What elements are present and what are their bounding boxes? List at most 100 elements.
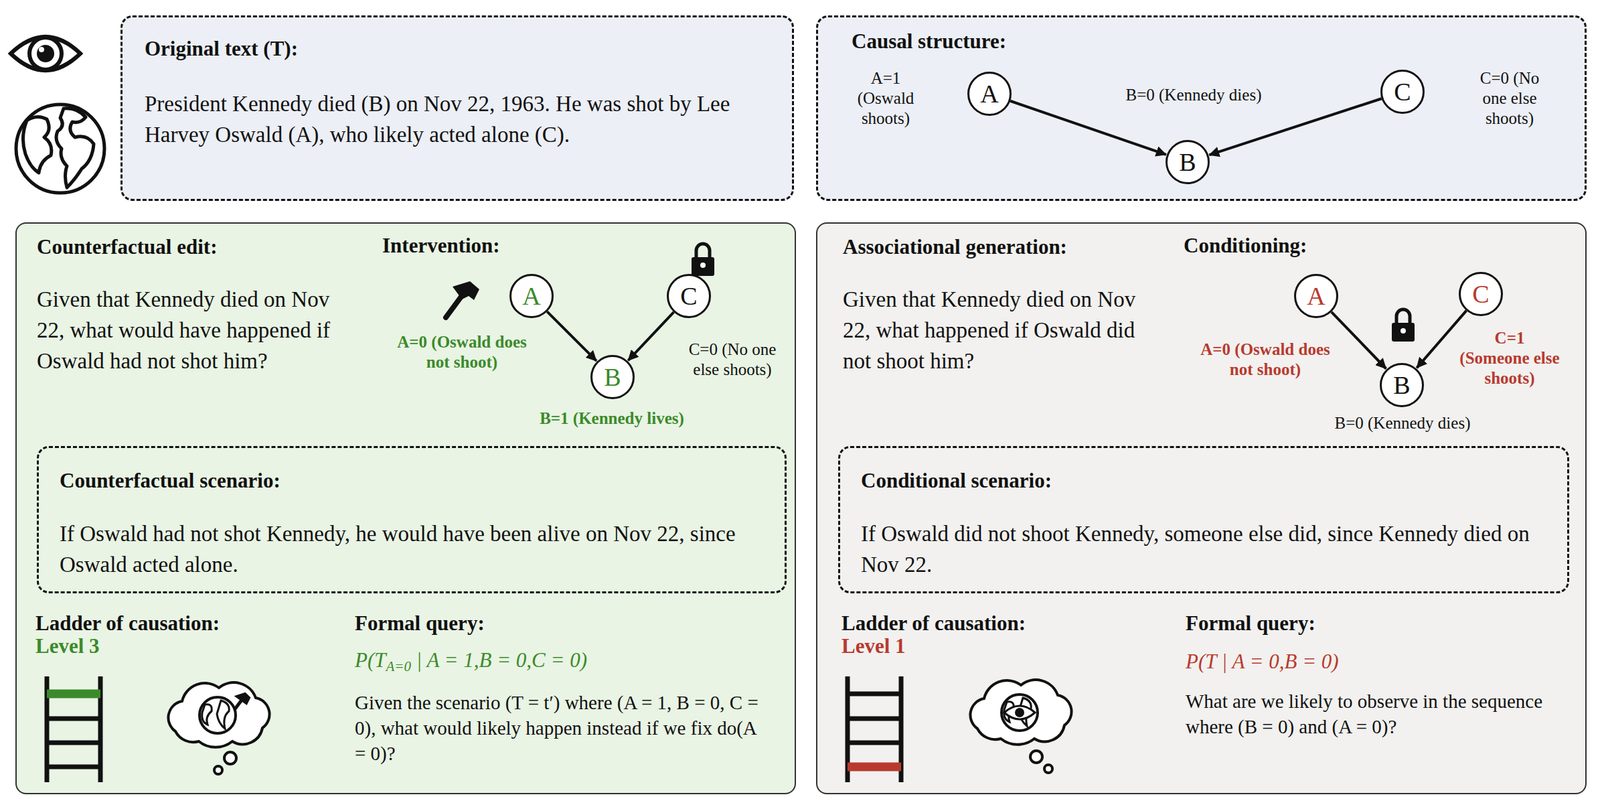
annotation-text: B=0 (Kennedy dies) <box>1099 85 1288 106</box>
annotation-text: B=0 (Kennedy dies) <box>1308 413 1497 434</box>
ladder-rung <box>847 691 902 697</box>
variable-circle: C <box>1380 69 1425 114</box>
bubble-dot <box>1030 750 1043 763</box>
label-wrap: B=0 (Kennedy dies) <box>1308 413 1497 434</box>
box-heading: Causal structure: <box>851 28 1585 54</box>
ladder-rung <box>847 716 902 722</box>
causal-arrow <box>546 311 597 361</box>
thought-bubble <box>168 682 270 774</box>
section-label: Ladder of causation: <box>35 610 220 636</box>
hammer-icon <box>445 281 480 318</box>
label-wrap: Level 1 <box>841 633 906 659</box>
eye-iris <box>29 37 62 70</box>
variable-letter: B <box>1393 372 1410 398</box>
annotation-text: What are we likely to observe in the seq… <box>1185 688 1568 740</box>
scenario-box: Counterfactual scenario:If Oswald had no… <box>36 445 787 594</box>
lock-keyhole <box>700 262 706 268</box>
ladder-rung <box>847 740 902 746</box>
variable-circle: B <box>1379 362 1424 408</box>
variable-letter: B <box>1178 149 1196 175</box>
variable-circle: A <box>967 71 1012 116</box>
formula: P(TA=0 | A = 1,B = 0,C = 0) <box>354 646 588 680</box>
causal-arrow <box>1331 311 1387 369</box>
variable-circle: C <box>1458 271 1503 316</box>
lock-shackle <box>1396 309 1410 325</box>
formula: P(T | A = 0,B = 0) <box>1185 648 1339 675</box>
globe-outline <box>1001 694 1038 731</box>
box-body: If Oswald did not shoot Kennedy, someone… <box>860 518 1561 580</box>
globe-outline <box>16 104 105 193</box>
label-wrap: Ladder of causation: <box>35 610 220 636</box>
ladder-icon <box>847 676 902 782</box>
annotation-text: Given the scenario (T = t′) where (A = 1… <box>354 689 764 766</box>
label-wrap: Formal query: <box>354 610 485 636</box>
label-wrap: C=0 (No one else shoots) <box>674 339 792 380</box>
annotation-text: C=0 (No one else shoots) <box>1469 68 1550 129</box>
bubble-cloud <box>970 679 1072 745</box>
section-label: B=1 (Kennedy lives) <box>504 408 719 429</box>
variable-circle: C <box>666 273 711 318</box>
label-wrap: A=0 (Oswald does not shoot) <box>393 332 531 373</box>
variable-letter: C <box>1472 281 1489 307</box>
eye-outline <box>1004 705 1035 719</box>
bubble-dot <box>214 765 223 774</box>
formula-text: P(T <box>354 648 387 672</box>
causal-arrow <box>1416 310 1467 368</box>
variable-letter: C <box>680 283 697 309</box>
lock-icon <box>691 243 715 276</box>
ladder-rung <box>46 764 101 770</box>
panel-fill <box>816 222 1587 794</box>
globe-outline <box>199 696 236 734</box>
eye-outline <box>10 36 81 71</box>
variable-circle: A <box>509 273 554 318</box>
formula-subscript: A=0 <box>386 658 412 675</box>
box-body: Given that Kennedy died on Nov 22, what … <box>842 283 1158 377</box>
eye-pupil <box>1014 707 1025 717</box>
ladder-rung-highlight <box>847 762 902 772</box>
ladder-rung <box>46 716 101 722</box>
box-heading: Original text (T): <box>144 36 792 61</box>
lock-shackle <box>696 243 710 259</box>
thought-bubble <box>970 679 1072 773</box>
box-fill <box>120 15 794 201</box>
section-label: Formal query: <box>354 610 485 636</box>
continent <box>202 700 230 729</box>
continent <box>56 108 94 188</box>
causal-arrow <box>1209 98 1382 155</box>
hammer-head <box>236 693 250 703</box>
label-wrap: B=0 (Kennedy dies) <box>1099 85 1288 106</box>
hammer-head <box>452 281 480 300</box>
bubble-cloud <box>168 682 270 748</box>
label-wrap: Conditioning: <box>1183 232 1307 258</box>
ladder-rung <box>46 740 101 746</box>
causal-arrow <box>627 311 674 361</box>
variable-letter: A <box>1306 283 1325 309</box>
lock-body <box>1391 322 1415 342</box>
label-wrap: Ladder of causation: <box>841 610 1026 636</box>
variable-letter: B <box>603 364 621 390</box>
variable-letter: A <box>980 81 999 107</box>
variable-circle: B <box>590 354 635 399</box>
label-wrap: C=1 (Someone else shoots) <box>1459 328 1560 389</box>
label-wrap: Level 3 <box>35 633 100 659</box>
label-wrap: Formal query: <box>1185 610 1316 636</box>
section-label: Level 3 <box>35 633 100 659</box>
section-label: Intervention: <box>382 232 501 258</box>
box-fill <box>816 15 1587 201</box>
section-label: A=0 (Oswald does not shoot) <box>1196 339 1335 380</box>
section-label: Formal query: <box>1185 610 1316 636</box>
section-label: Level 1 <box>841 633 906 659</box>
lock-icon <box>1391 309 1415 342</box>
structure-box: Causal structure: A B C <box>816 15 1587 201</box>
box-heading: Counterfactual scenario: <box>59 467 785 493</box>
bubble-dot <box>224 751 237 764</box>
variable-circle: B <box>1165 139 1210 185</box>
bubble-dot <box>1044 764 1053 773</box>
lock-keyhole <box>1400 328 1406 334</box>
formula-text: | A = 1,B = 0,C = 0) <box>411 648 588 672</box>
eye-pupil <box>36 44 55 63</box>
section-label: A=0 (Oswald does not shoot) <box>393 332 531 373</box>
variable-circle: A <box>1294 273 1339 318</box>
scenario-box: Conditional scenario:If Oswald did not s… <box>838 445 1570 594</box>
